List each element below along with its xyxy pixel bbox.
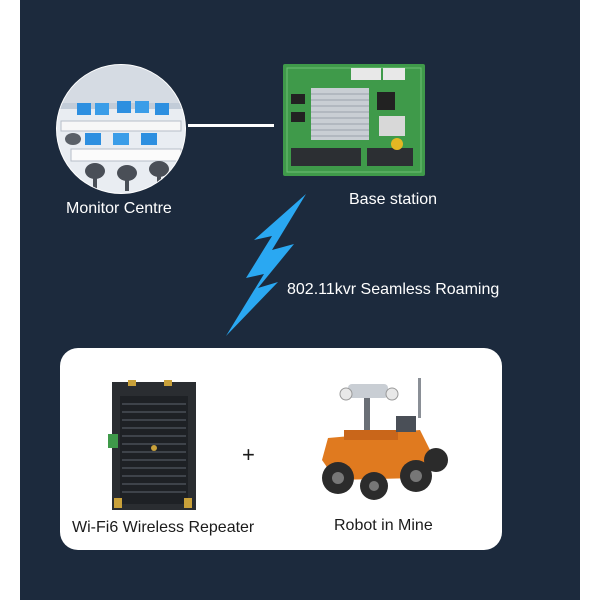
base-station-label: Base station [349, 191, 437, 209]
wireless-repeater-label: Wi-Fi6 Wireless Repeater [72, 519, 254, 537]
monitor-centre-label: Monitor Centre [66, 200, 172, 218]
base-station-board-image [283, 64, 425, 176]
wireless-repeater-image [108, 378, 200, 516]
connector-line [188, 124, 274, 127]
mine-robot-image [308, 374, 448, 504]
roaming-link-label: 802.11kvr Seamless Roaming [287, 281, 499, 299]
monitor-centre-image [55, 63, 187, 195]
devices-card: + Wi-Fi6 Wireless Repeater Robot in Mine [60, 348, 502, 550]
plus-sign: + [242, 442, 255, 468]
robot-label: Robot in Mine [334, 517, 433, 535]
lightning-bolt-icon [220, 190, 340, 340]
